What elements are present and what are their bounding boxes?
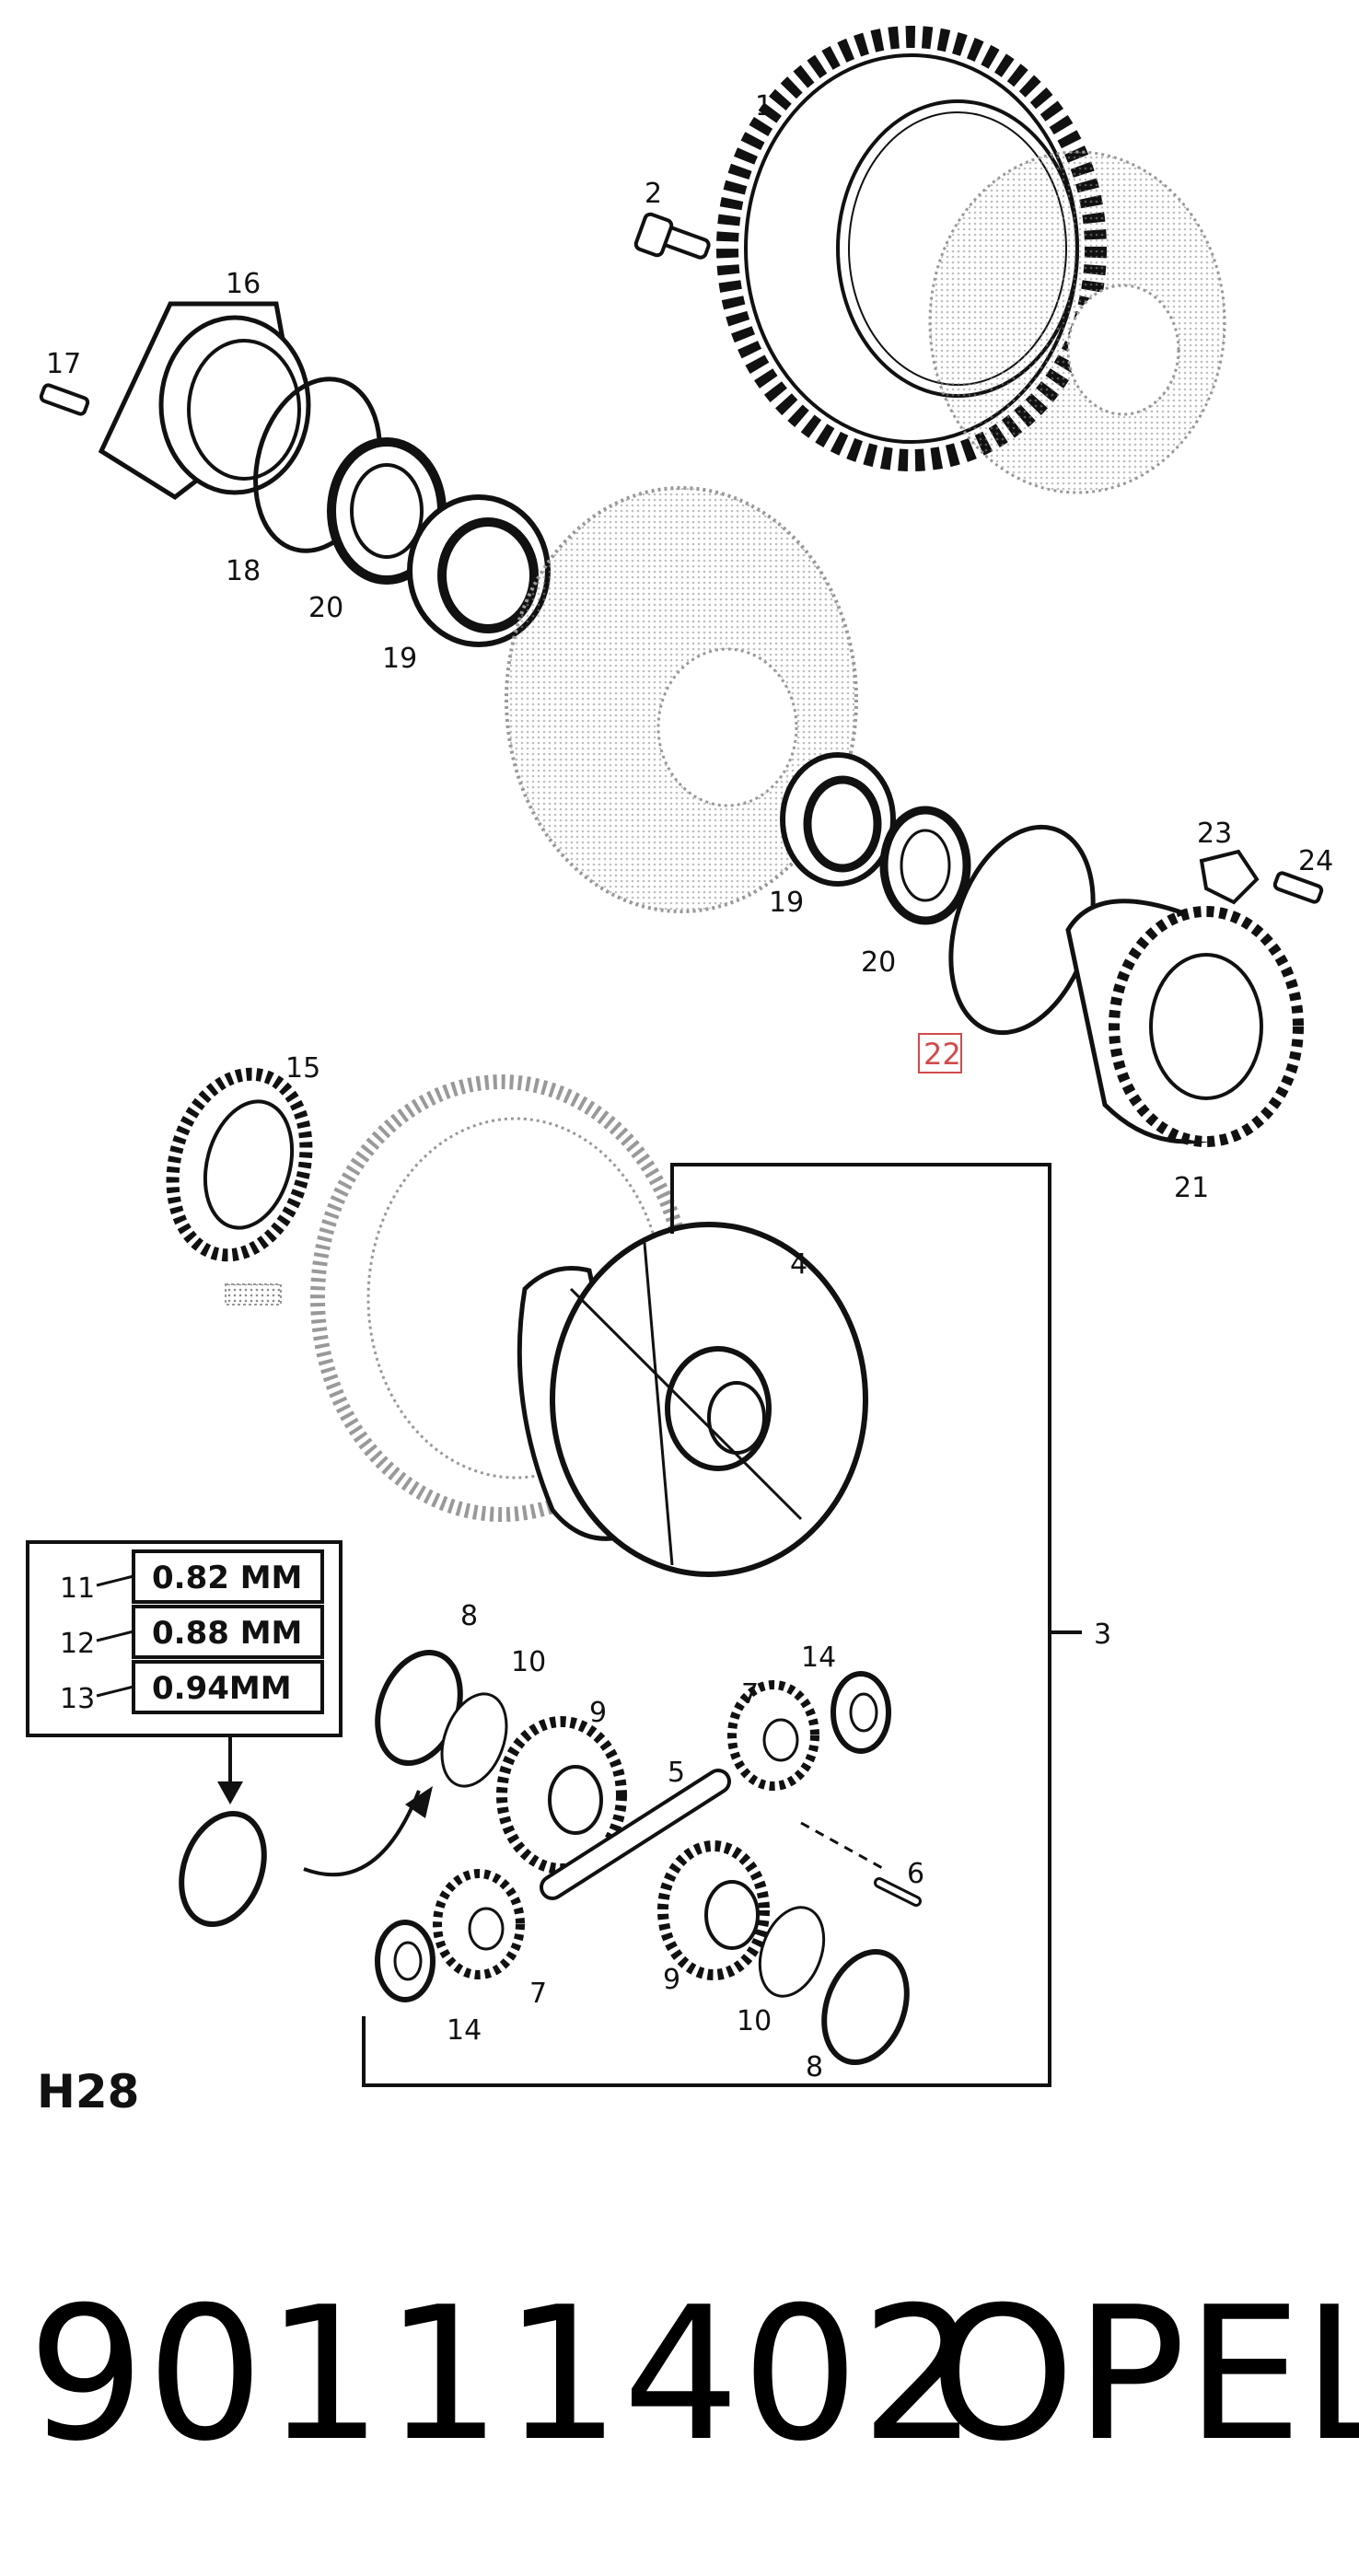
shim-size-11: 0.82 MM <box>152 1560 302 1596</box>
bearing-part-19-lower <box>780 752 896 887</box>
shim-ref-12: 12 <box>60 1628 95 1660</box>
brand-name: OPEL <box>930 2268 1359 2482</box>
callout-14-lower: 14 <box>447 2014 482 2047</box>
callout-18: 18 <box>226 555 261 587</box>
bearing-race-part-20-lower <box>879 806 971 925</box>
callout-10-upper: 10 <box>511 1646 546 1678</box>
callout-8-lower: 8 <box>806 2051 823 2083</box>
callout-22: 22 <box>923 1037 961 1072</box>
callout-16: 16 <box>226 268 261 300</box>
callout-21: 21 <box>1174 1172 1209 1204</box>
shim-ref-11: 11 <box>60 1572 95 1605</box>
housing-part-21 <box>1065 899 1304 1147</box>
callout-23: 23 <box>1197 818 1232 850</box>
screw-part-24 <box>1272 871 1324 904</box>
shim-size-13: 0.94MM <box>152 1670 292 1707</box>
callout-10-lower: 10 <box>737 2005 772 2037</box>
callout-6: 6 <box>907 1858 924 1890</box>
speedo-gear-part-15 <box>166 1067 313 1262</box>
callout-5: 5 <box>668 1757 685 1789</box>
callout-4: 4 <box>790 1248 807 1281</box>
callout-17: 17 <box>46 348 81 380</box>
callout-7-lower: 7 <box>529 1978 547 2010</box>
callout-2: 2 <box>645 178 662 210</box>
differential-case-part-4 <box>517 1222 868 1577</box>
ghost-differential-top <box>928 150 1226 494</box>
shim-table: 11 12 13 0.82 MM 0.88 MM 0.94MM <box>26 1540 343 1737</box>
callout-1: 1 <box>755 90 772 122</box>
part-number: 90111402 <box>28 2268 980 2482</box>
callout-20-upper: 20 <box>308 592 343 624</box>
callout-14-upper: 14 <box>801 1642 836 1674</box>
callout-20-lower: 20 <box>861 946 896 979</box>
ghost-differential-middle <box>505 486 858 913</box>
clip-part-23 <box>1199 849 1260 905</box>
shim-ref-13: 13 <box>60 1683 95 1715</box>
callout-19-lower: 19 <box>769 887 804 919</box>
callout-8-upper: 8 <box>460 1600 478 1632</box>
callout-9-upper: 9 <box>589 1697 607 1729</box>
callout-22-highlight-box <box>918 1033 962 1073</box>
group-bracket-part-3 <box>362 1163 1082 2087</box>
callout-24: 24 <box>1298 845 1333 877</box>
shim-size-12: 0.88 MM <box>152 1615 302 1652</box>
callout-9-lower: 9 <box>663 1964 680 1996</box>
bolt-part-2 <box>633 212 711 260</box>
bearing-part-19-upper <box>407 494 551 647</box>
shim-arrow <box>179 1735 433 1928</box>
bolt-part-17 <box>39 383 90 416</box>
gear-set <box>375 1649 922 2066</box>
callout-15: 15 <box>285 1052 320 1085</box>
callout-7-upper: 7 <box>741 1678 759 1711</box>
callout-3: 3 <box>1094 1619 1111 1651</box>
flange-housing-part-16 <box>98 301 311 501</box>
page-code: H28 <box>37 2065 140 2118</box>
callout-19-upper: 19 <box>382 643 417 675</box>
